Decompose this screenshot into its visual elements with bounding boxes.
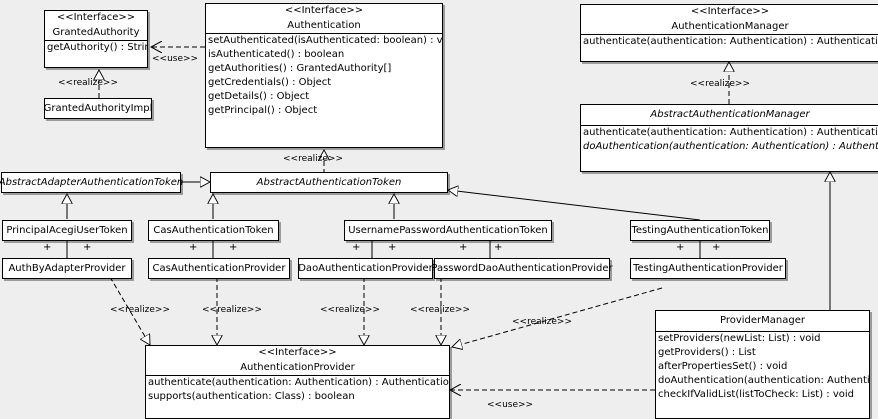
method-row: afterPropertiesSet() : void — [658, 361, 788, 372]
label-use-granted-authority: <<use>> — [152, 54, 199, 64]
class-abstract-authentication-token[interactable]: AbstractAuthenticationToken — [210, 172, 448, 193]
label-realize-password-dao-authentication-provider: <<realize>> — [410, 305, 470, 315]
class-cas-authentication-token[interactable]: CasAuthenticationToken — [148, 220, 279, 241]
method-compartment: setProviders(newList: List) : void getPr… — [656, 331, 869, 402]
class-header: <<Interface>> AuthenticationProvider — [146, 346, 449, 375]
association-end-marker: + — [388, 242, 397, 253]
class-name: Authentication — [287, 20, 361, 31]
association-end-marker: + — [459, 242, 468, 253]
stereotype-label: <<Interface>> — [690, 6, 770, 17]
link-generalize-testingauthenticationtoken — [448, 190, 701, 221]
method-row: supports(authentication: Class) : boolea… — [148, 391, 355, 402]
method-compartment: authenticate(authentication: Authenticat… — [581, 125, 878, 154]
method-row: authenticate(authentication: Authenticat… — [583, 127, 878, 138]
class-testing-authentication-token[interactable]: TestingAuthenticationToken — [630, 220, 770, 241]
association-end-marker: + — [494, 242, 503, 253]
method-row: authenticate(authentication: Authenticat… — [583, 36, 878, 47]
label-realize-auth-by-adapter-provider: <<realize>> — [110, 305, 170, 315]
label-realize-authentication-manager: <<realize>> — [690, 79, 750, 89]
class-password-dao-authentication-provider[interactable]: PasswordDaoAuthenticationProvider — [431, 258, 613, 279]
class-header: <<Interface>> Authentication — [206, 4, 442, 33]
label-realize-testing-authentication-provider: <<realize>> — [512, 317, 572, 327]
class-header: <<Interface>> GrantedAuthority — [45, 11, 147, 40]
class-name: AbstractAdapterAuthenticationToken — [0, 177, 184, 188]
class-provider-manager[interactable]: ProviderManager setProviders(newList: Li… — [655, 310, 870, 419]
method-compartment: authenticate(authentication: Authenticat… — [581, 34, 878, 49]
class-name: GrantedAuthority — [52, 27, 140, 38]
class-testing-authentication-provider[interactable]: TestingAuthenticationProvider — [630, 258, 786, 279]
label-realize-abstract-authentication-token: <<realize>> — [283, 154, 343, 164]
method-row: isAuthenticated() : boolean — [208, 49, 345, 60]
method-row: checkIfValidList(listToCheck: List) : vo… — [658, 389, 855, 400]
class-name: TestingAuthenticationProvider — [633, 263, 783, 274]
method-row: getCredentials() : Object — [208, 77, 332, 88]
association-end-marker: + — [712, 242, 721, 253]
class-name: CasAuthenticationToken — [153, 225, 274, 236]
class-name: UsernamePasswordAuthenticationToken — [348, 225, 548, 236]
class-name: ProviderManager — [719, 315, 805, 326]
class-name: CasAuthenticationProvider — [152, 263, 286, 274]
stereotype-label: <<Interface>> — [258, 347, 337, 358]
method-compartment: authenticate(authentication: Authenticat… — [146, 375, 449, 404]
class-dao-authentication-provider[interactable]: DaoAuthenticationProvider — [298, 258, 433, 279]
class-name: AuthenticationManager — [671, 21, 789, 32]
class-header: ProviderManager — [656, 311, 869, 331]
class-granted-authority-impl[interactable]: GrantedAuthorityImpl — [44, 98, 152, 119]
class-principal-acegi-user-token[interactable]: PrincipalAcegiUserToken — [2, 220, 132, 241]
class-authentication[interactable]: <<Interface>> Authentication setAuthenti… — [205, 3, 443, 148]
association-end-marker: + — [83, 242, 92, 253]
association-end-marker: + — [189, 242, 198, 253]
class-granted-authority[interactable]: <<Interface>> GrantedAuthority getAuthor… — [44, 10, 148, 68]
association-end-marker: + — [43, 242, 52, 253]
stereotype-label: <<Interface>> — [284, 5, 364, 16]
method-row: setAuthenticated(isAuthenticated: boolea… — [208, 35, 442, 46]
label-realize-dao-authentication-provider: <<realize>> — [320, 305, 380, 315]
method-row: setProviders(newList: List) : void — [658, 333, 821, 344]
method-row: authenticate(authentication: Authenticat… — [148, 377, 449, 388]
class-username-password-authentication-token[interactable]: UsernamePasswordAuthenticationToken — [344, 220, 552, 241]
label-realize-cas-authentication-provider: <<realize>> — [202, 305, 262, 315]
class-header: <<Interface>> AuthenticationManager — [581, 5, 878, 34]
class-name: PasswordDaoAuthenticationProvider — [431, 263, 613, 274]
class-name: AuthenticationProvider — [240, 362, 355, 373]
method-compartment: getAuthority() : String — [45, 40, 147, 55]
class-name: PrincipalAcegiUserToken — [6, 225, 128, 236]
association-end-marker: + — [676, 242, 685, 253]
method-row: doAuthentication(authentication: Authent… — [583, 141, 878, 152]
class-name: AbstractAuthenticationToken — [256, 177, 402, 188]
class-name: DaoAuthenticationProvider — [298, 263, 433, 274]
class-cas-authentication-provider[interactable]: CasAuthenticationProvider — [148, 258, 290, 279]
class-name: TestingAuthenticationToken — [631, 225, 769, 236]
class-abstract-adapter-authentication-token[interactable]: AbstractAdapterAuthenticationToken — [0, 172, 183, 193]
class-header: AbstractAuthenticationManager — [581, 105, 878, 125]
method-row: doAuthentication(authentication: Authent… — [658, 375, 869, 386]
method-row: getAuthorities() : GrantedAuthority[] — [208, 63, 392, 74]
class-abstract-authentication-manager[interactable]: AbstractAuthenticationManager authentica… — [580, 104, 878, 172]
stereotype-label: <<Interface>> — [56, 12, 136, 23]
method-compartment: setAuthenticated(isAuthenticated: boolea… — [206, 33, 442, 118]
class-name: GrantedAuthorityImpl — [43, 103, 153, 114]
class-authentication-manager[interactable]: <<Interface>> AuthenticationManager auth… — [580, 4, 878, 62]
method-row: getDetails() : Object — [208, 91, 310, 102]
class-name: AuthByAdapterProvider — [8, 263, 126, 274]
class-authentication-provider[interactable]: <<Interface>> AuthenticationProvider aut… — [145, 345, 450, 419]
label-realize-granted-authority-impl: <<realize>> — [58, 78, 118, 88]
method-row: getProviders() : List — [658, 347, 756, 358]
label-use-provider-manager: <<use>> — [487, 400, 534, 410]
method-row: getPrincipal() : Object — [208, 105, 318, 116]
association-end-marker: + — [229, 242, 238, 253]
class-auth-by-adapter-provider[interactable]: AuthByAdapterProvider — [2, 258, 132, 279]
association-end-marker: + — [352, 242, 361, 253]
method-row: getAuthority() : String — [47, 42, 147, 53]
class-name: AbstractAuthenticationManager — [650, 109, 810, 120]
